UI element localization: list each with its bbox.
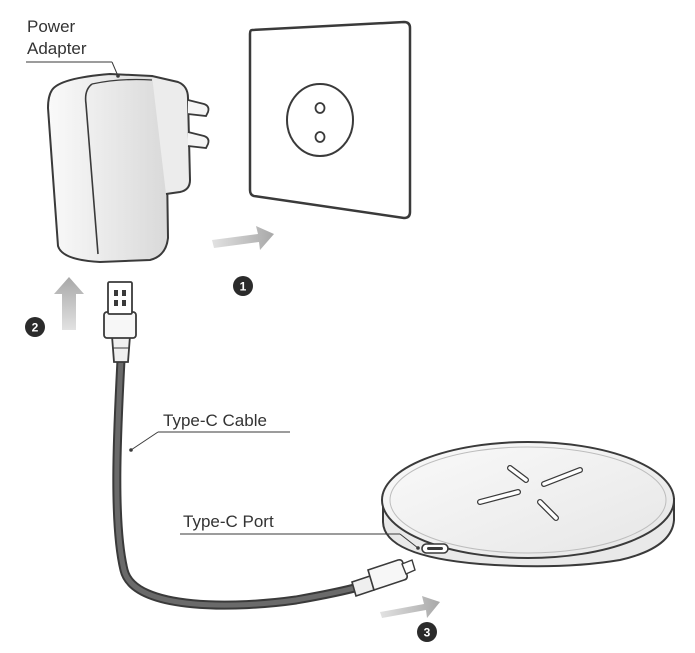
arrow-step-1	[212, 226, 274, 250]
step-2-number: 2	[32, 321, 39, 335]
step-3-badge: 3	[417, 622, 437, 642]
type-c-cable-label: Type-C Cable	[163, 411, 267, 430]
step-3-number: 3	[424, 626, 431, 640]
power-adapter-label-line1: Power	[27, 17, 76, 36]
type-c-port	[421, 543, 449, 554]
power-adapter-label-line2: Adapter	[27, 39, 87, 58]
wireless-charging-pad	[180, 441, 675, 568]
step-1-number: 1	[240, 280, 247, 294]
power-adapter	[26, 61, 210, 264]
type-c-port-label: Type-C Port	[183, 512, 274, 531]
arrow-step-3	[380, 596, 440, 618]
step-1-badge: 1	[233, 276, 253, 296]
step-2-badge: 2	[25, 317, 45, 337]
charging-indicator-marks	[477, 465, 583, 521]
type-c-cable	[103, 281, 416, 610]
wall-socket	[248, 20, 412, 220]
arrow-step-2	[54, 277, 84, 330]
